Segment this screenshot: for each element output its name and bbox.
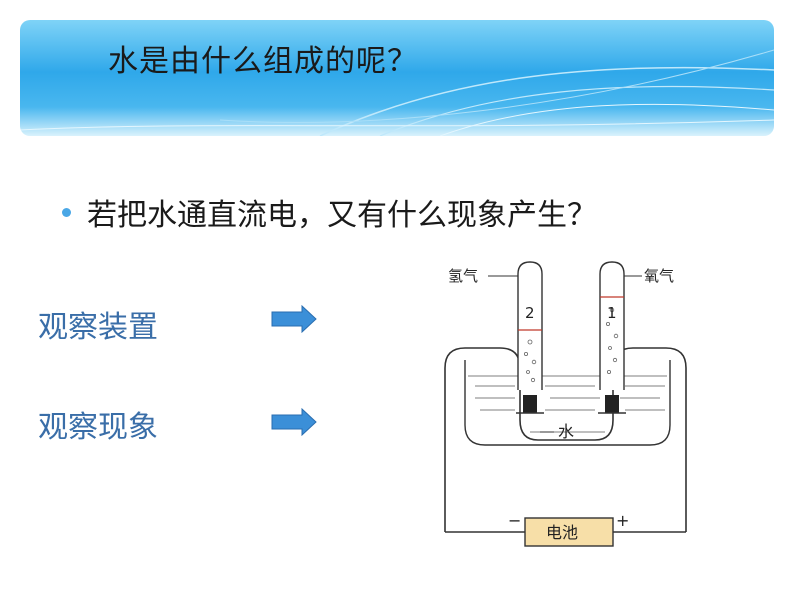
gas-bubbles (524, 307, 619, 383)
positive-terminal-sign: + (616, 511, 629, 530)
hydrogen-label: 氢气 (448, 267, 478, 285)
oxygen-label: 氧气 (644, 267, 674, 285)
anode-electrode (605, 395, 619, 413)
right-arrow-icon (271, 305, 317, 333)
bullet-text: 若把水通直流电，又有什么现象产生？ (87, 198, 597, 233)
title-banner (20, 20, 774, 136)
tube-number-2: 2 (525, 304, 535, 322)
bullet-icon (62, 207, 71, 217)
electrolysis-diagram: 氢气 氧气 2 1 水 电池 − + (444, 261, 687, 547)
right-arrow-icon (271, 408, 317, 436)
slide-title: 水是由什么组成的呢？ (108, 44, 418, 79)
oxygen-tube (599, 261, 625, 390)
tube-number-1: 1 (607, 304, 617, 322)
battery-label: 电池 (546, 523, 578, 542)
banner-wave-decoration (20, 49, 774, 136)
bullet-question: 若把水通直流电，又有什么现象产生？ (62, 190, 597, 234)
observe-device-label: 观察装置 (38, 310, 158, 345)
cathode-electrode (523, 395, 537, 413)
negative-terminal-sign: − (508, 511, 521, 530)
hydrogen-tube (517, 261, 543, 390)
water-label: 水 (558, 422, 574, 441)
observe-phenomenon-label: 观察现象 (38, 410, 158, 445)
battery (524, 517, 614, 547)
